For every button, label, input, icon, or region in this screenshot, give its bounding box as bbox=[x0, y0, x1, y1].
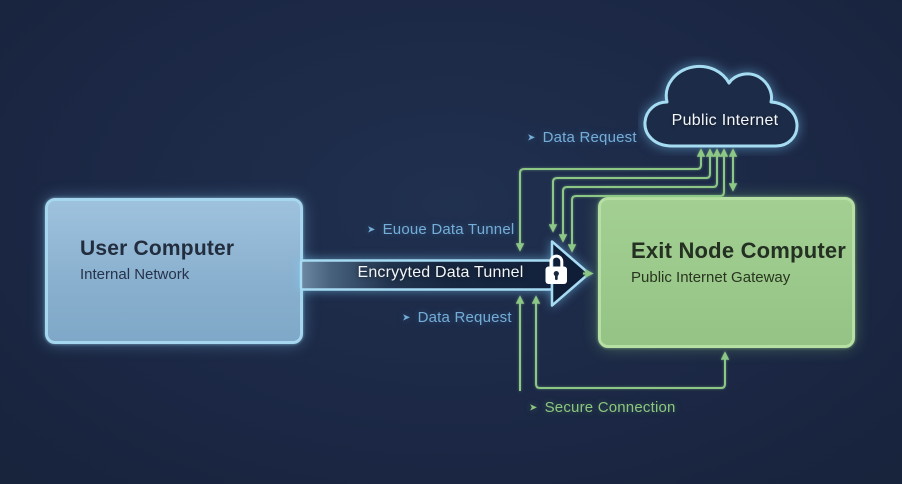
green-connectors bbox=[515, 148, 738, 391]
secure-connection-label: ➤ Secure Connection bbox=[529, 399, 676, 416]
exit-node-subtitle: Public Internet Gateway bbox=[631, 269, 791, 286]
connector-cloud-to-tunnel-2 bbox=[548, 148, 715, 233]
cloud-label: Public Internet bbox=[671, 112, 779, 129]
secure-connection-text: Secure Connection bbox=[544, 399, 676, 416]
data-request-top-text: Data Request bbox=[542, 129, 637, 146]
connector-secure-loop bbox=[531, 295, 730, 389]
tunnel-arrow bbox=[299, 240, 591, 307]
tunnel-label: Encryyted Data Tunnel bbox=[357, 264, 524, 281]
user-computer-subtitle: Internal Network bbox=[80, 266, 190, 283]
arrow-glyph-icon: ➤ bbox=[402, 312, 411, 323]
cloud-icon bbox=[643, 64, 799, 148]
arrow-glyph-icon: ➤ bbox=[529, 402, 538, 413]
data-request-top-label: ➤ Data Request bbox=[527, 129, 637, 146]
arrow-glyph-icon: ➤ bbox=[527, 132, 536, 143]
arrow-glyph-icon: ➤ bbox=[367, 224, 376, 235]
user-computer-node: User Computer Internal Network bbox=[45, 198, 303, 344]
upper-tunnel-text: Euoue Data Tunnel bbox=[382, 221, 515, 238]
connector-cloud-to-tunnel-4 bbox=[567, 148, 729, 253]
lock-icon bbox=[545, 254, 567, 284]
data-request-bottom-text: Data Request bbox=[417, 309, 512, 326]
public-internet-cloud bbox=[643, 64, 799, 148]
user-computer-title: User Computer bbox=[80, 237, 235, 260]
upper-tunnel-label: ➤ Euoue Data Tunnel bbox=[367, 221, 514, 238]
connector-cloud-to-tunnel-1 bbox=[515, 148, 706, 252]
data-request-bottom-label: ➤ Data Request bbox=[402, 309, 512, 326]
